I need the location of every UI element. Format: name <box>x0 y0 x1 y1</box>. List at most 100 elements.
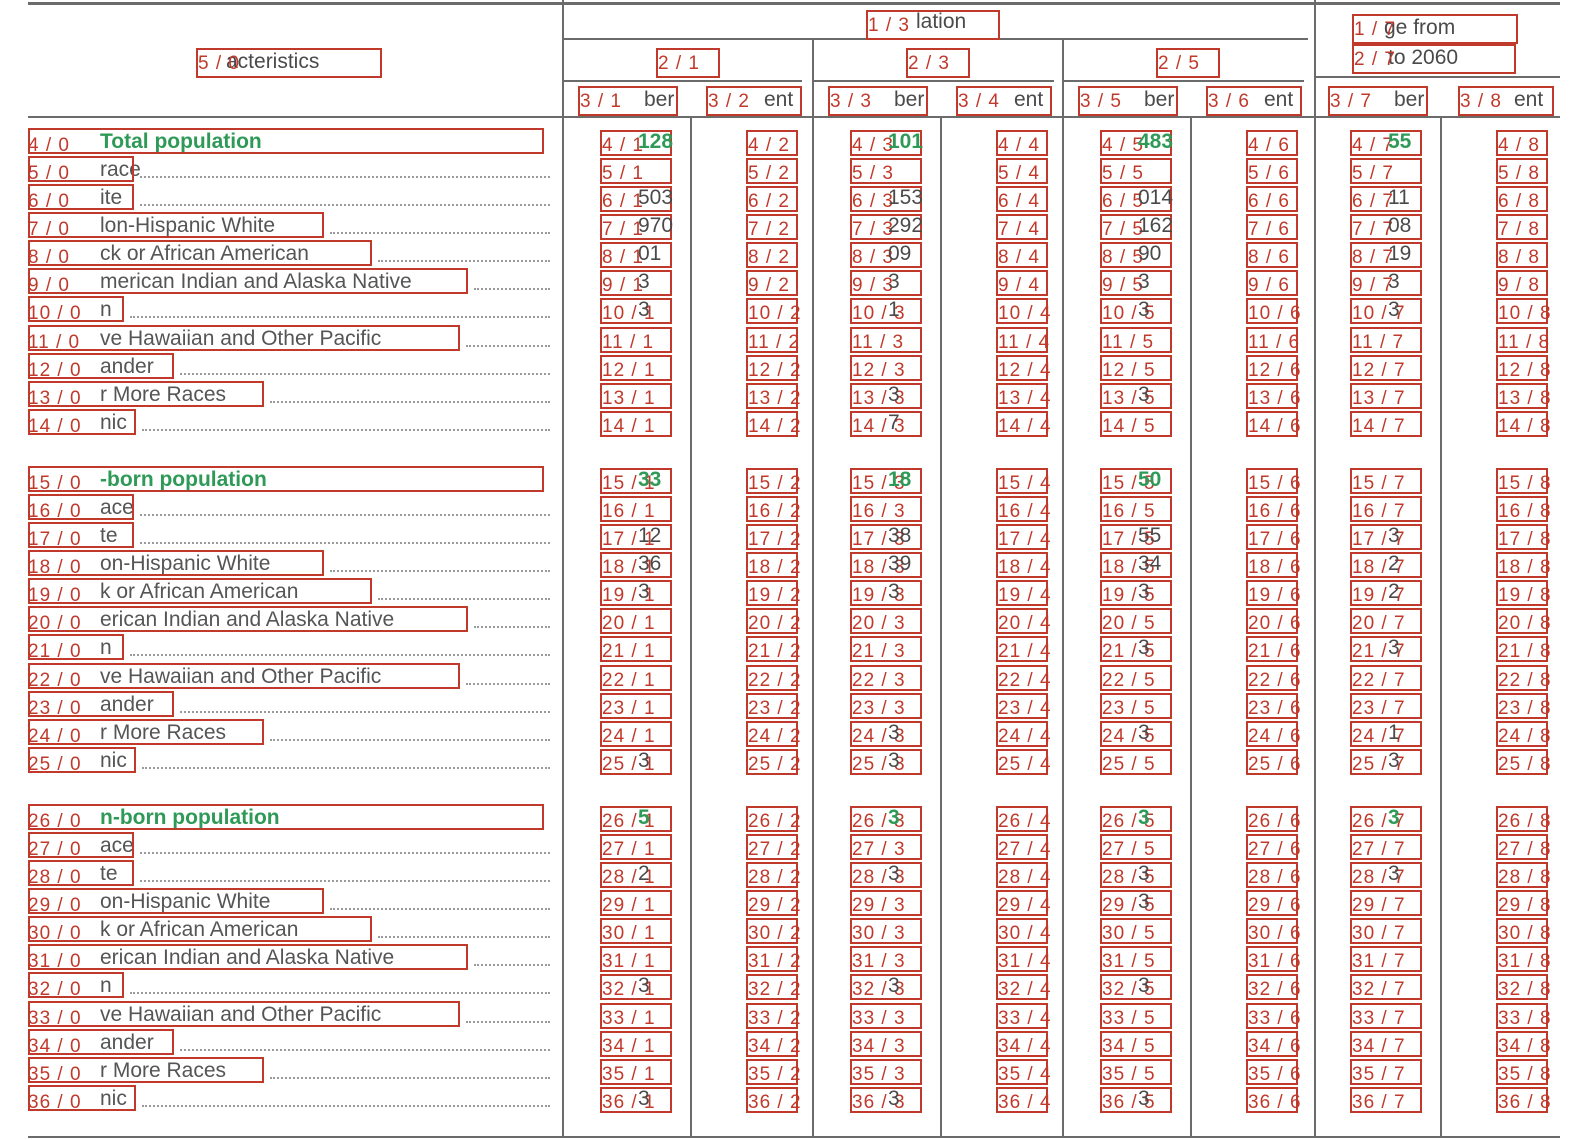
annotation-box <box>1496 130 1548 156</box>
annotation-label: 25 / 3 <box>852 754 906 775</box>
row-label: ace <box>100 834 134 857</box>
dot-leader <box>180 373 550 375</box>
annotation-label: 35 / 4 <box>998 1064 1052 1085</box>
annotation-box <box>850 270 922 296</box>
annotation-label: 4 / 2 <box>748 135 790 156</box>
table-cell: 3 <box>888 580 900 603</box>
annotation-box <box>1100 693 1172 719</box>
annotation-box <box>28 296 124 322</box>
annotation-box <box>1246 383 1298 409</box>
annotation-label: 1 / 3 <box>868 15 910 36</box>
annotation-box <box>1246 411 1298 437</box>
annotation-label: 9 / 2 <box>748 275 790 296</box>
annotation-box <box>1496 580 1548 606</box>
annotation-label: 31 / 5 <box>1102 951 1156 972</box>
annotation-label: 7 / 7 <box>1352 219 1394 240</box>
annotation-label: 22 / 4 <box>998 670 1052 691</box>
annotation-box <box>746 693 798 719</box>
annotation-label: 2 / 5 <box>1158 53 1200 74</box>
annotation-label: 28 / 8 <box>1498 867 1552 888</box>
table-cell: 3 <box>1138 890 1150 913</box>
row-label: ve Hawaiian and Other Pacific <box>100 665 382 688</box>
dot-leader <box>140 852 550 854</box>
annotation-label: 6 / 7 <box>1352 191 1394 212</box>
header-percent: ent <box>764 88 794 111</box>
annotation-box <box>1100 580 1172 606</box>
annotation-box <box>1496 214 1548 240</box>
dot-leader <box>140 880 550 882</box>
annotation-label: 34 / 5 <box>1102 1036 1156 1057</box>
table-cell: 3 <box>638 298 650 321</box>
annotation-box <box>1246 974 1298 1000</box>
annotation-label: 13 / 3 <box>852 388 906 409</box>
table-cell: 3 <box>888 974 900 997</box>
annotation-label: 5 / 4 <box>998 163 1040 184</box>
header-change-line1: ge from <box>1384 16 1456 39</box>
annotation-box <box>746 974 798 1000</box>
annotation-box <box>1246 946 1298 972</box>
annotation-box <box>850 665 922 691</box>
annotation-box <box>28 972 124 998</box>
table-cell: 90 <box>1138 242 1162 265</box>
annotation-label: 32 / 8 <box>1498 979 1552 1000</box>
table-cell: 503 <box>638 186 674 209</box>
annotation-label: 21 / 5 <box>1102 641 1156 662</box>
annotation-box <box>600 974 672 1000</box>
annotation-box <box>996 1087 1048 1113</box>
annotation-box <box>746 806 798 832</box>
table-cell: 55 <box>1138 524 1162 547</box>
annotation-box <box>1100 524 1172 550</box>
annotation-label: 19 / 4 <box>998 585 1052 606</box>
annotation-box <box>1246 636 1298 662</box>
annotation-box <box>746 608 798 634</box>
annotation-box <box>1496 524 1548 550</box>
table-cell: 01 <box>638 242 662 265</box>
annotation-label: 10 / 0 <box>28 303 82 324</box>
annotation-box <box>1100 890 1172 916</box>
annotation-label: 23 / 0 <box>28 698 82 719</box>
annotation-box <box>28 634 124 660</box>
annotation-box <box>656 48 720 78</box>
row-label: ace <box>100 496 134 519</box>
annotation-label: 17 / 3 <box>852 529 906 550</box>
annotation-box <box>1246 270 1298 296</box>
annotation-label: 31 / 3 <box>852 951 906 972</box>
annotation-box <box>746 890 798 916</box>
col-divider <box>1062 40 1064 1138</box>
annotation-box <box>746 411 798 437</box>
annotation-label: 11 / 5 <box>1102 332 1155 353</box>
annotation-box <box>1496 862 1548 888</box>
table-cell: 3 <box>1138 298 1150 321</box>
annotation-label: 21 / 3 <box>852 641 906 662</box>
row-label: n <box>100 636 112 659</box>
dot-leader <box>142 1105 550 1107</box>
annotation-box <box>1100 411 1172 437</box>
table-cell: 3 <box>1388 636 1400 659</box>
row-label: -born population <box>100 468 267 491</box>
annotation-label: 34 / 6 <box>1248 1036 1302 1057</box>
annotation-box <box>1100 665 1172 691</box>
annotation-label: 1 / 7 <box>1354 19 1396 40</box>
annotation-label: 21 / 4 <box>998 641 1052 662</box>
annotation-label: 22 / 2 <box>748 670 802 691</box>
annotation-label: 26 / 8 <box>1498 811 1552 832</box>
annotation-box <box>1350 580 1422 606</box>
annotation-box <box>746 1003 798 1029</box>
table-cell: 3 <box>1388 806 1400 829</box>
year-underline-2 <box>814 80 1054 82</box>
annotation-label: 29 / 7 <box>1352 895 1406 916</box>
annotation-label: 33 / 1 <box>602 1008 656 1029</box>
row-label: ander <box>100 693 154 716</box>
annotation-label: 15 / 3 <box>852 473 906 494</box>
annotation-box <box>746 383 798 409</box>
dot-leader <box>474 626 550 628</box>
annotation-label: 18 / 8 <box>1498 557 1552 578</box>
annotation-box <box>28 466 544 492</box>
annotation-box <box>1496 946 1548 972</box>
annotation-label: 15 / 2 <box>748 473 802 494</box>
table-cell: 292 <box>888 214 924 237</box>
annotation-label: 8 / 6 <box>1248 247 1290 268</box>
annotation-box <box>996 214 1048 240</box>
annotation-box <box>1100 468 1172 494</box>
annotation-label: 17 / 2 <box>748 529 802 550</box>
